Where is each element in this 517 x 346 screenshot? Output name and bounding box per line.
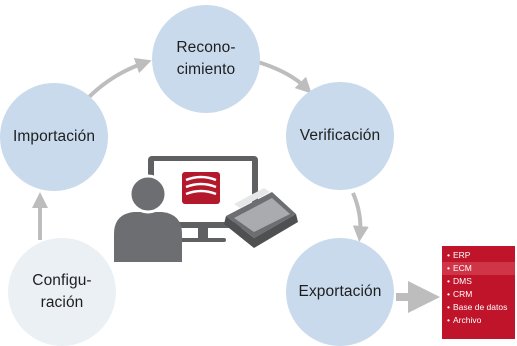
list-item: •DMS bbox=[447, 276, 472, 286]
node-verificacion: Verificación bbox=[286, 82, 394, 190]
list-item: •Archivo bbox=[447, 315, 482, 325]
node-label: Importación bbox=[12, 128, 96, 145]
arrow-icon bbox=[351, 192, 369, 242]
list-item: •Base de datos bbox=[447, 302, 508, 312]
workstation-illustration bbox=[114, 156, 298, 262]
node-label-line2: ración bbox=[40, 294, 84, 311]
node-reconocimiento: Recono- cimiento bbox=[152, 5, 260, 113]
scanner-icon bbox=[224, 188, 298, 248]
software-logo-icon bbox=[182, 172, 220, 204]
node-configuracion: Configu- ración bbox=[8, 238, 116, 346]
node-exportacion: Exportación bbox=[286, 238, 394, 346]
node-importacion: Importación bbox=[0, 83, 108, 191]
node-label-line1: Recono- bbox=[176, 39, 236, 56]
arrow-icon bbox=[86, 58, 152, 100]
node-label-line1: Configu- bbox=[32, 272, 92, 289]
export-targets-list: •ERP •ECM •DMS •CRM •Base de datos •Arch… bbox=[442, 246, 515, 339]
list-item: •ECM bbox=[442, 262, 515, 275]
list-item: •ERP bbox=[447, 250, 471, 260]
user-icon bbox=[114, 174, 182, 262]
node-label: Verificación bbox=[299, 127, 381, 144]
node-label: Exportación bbox=[298, 283, 382, 300]
list-item: •CRM bbox=[447, 289, 473, 299]
node-label-line2: cimiento bbox=[176, 61, 236, 78]
arrow-icon bbox=[257, 60, 312, 94]
